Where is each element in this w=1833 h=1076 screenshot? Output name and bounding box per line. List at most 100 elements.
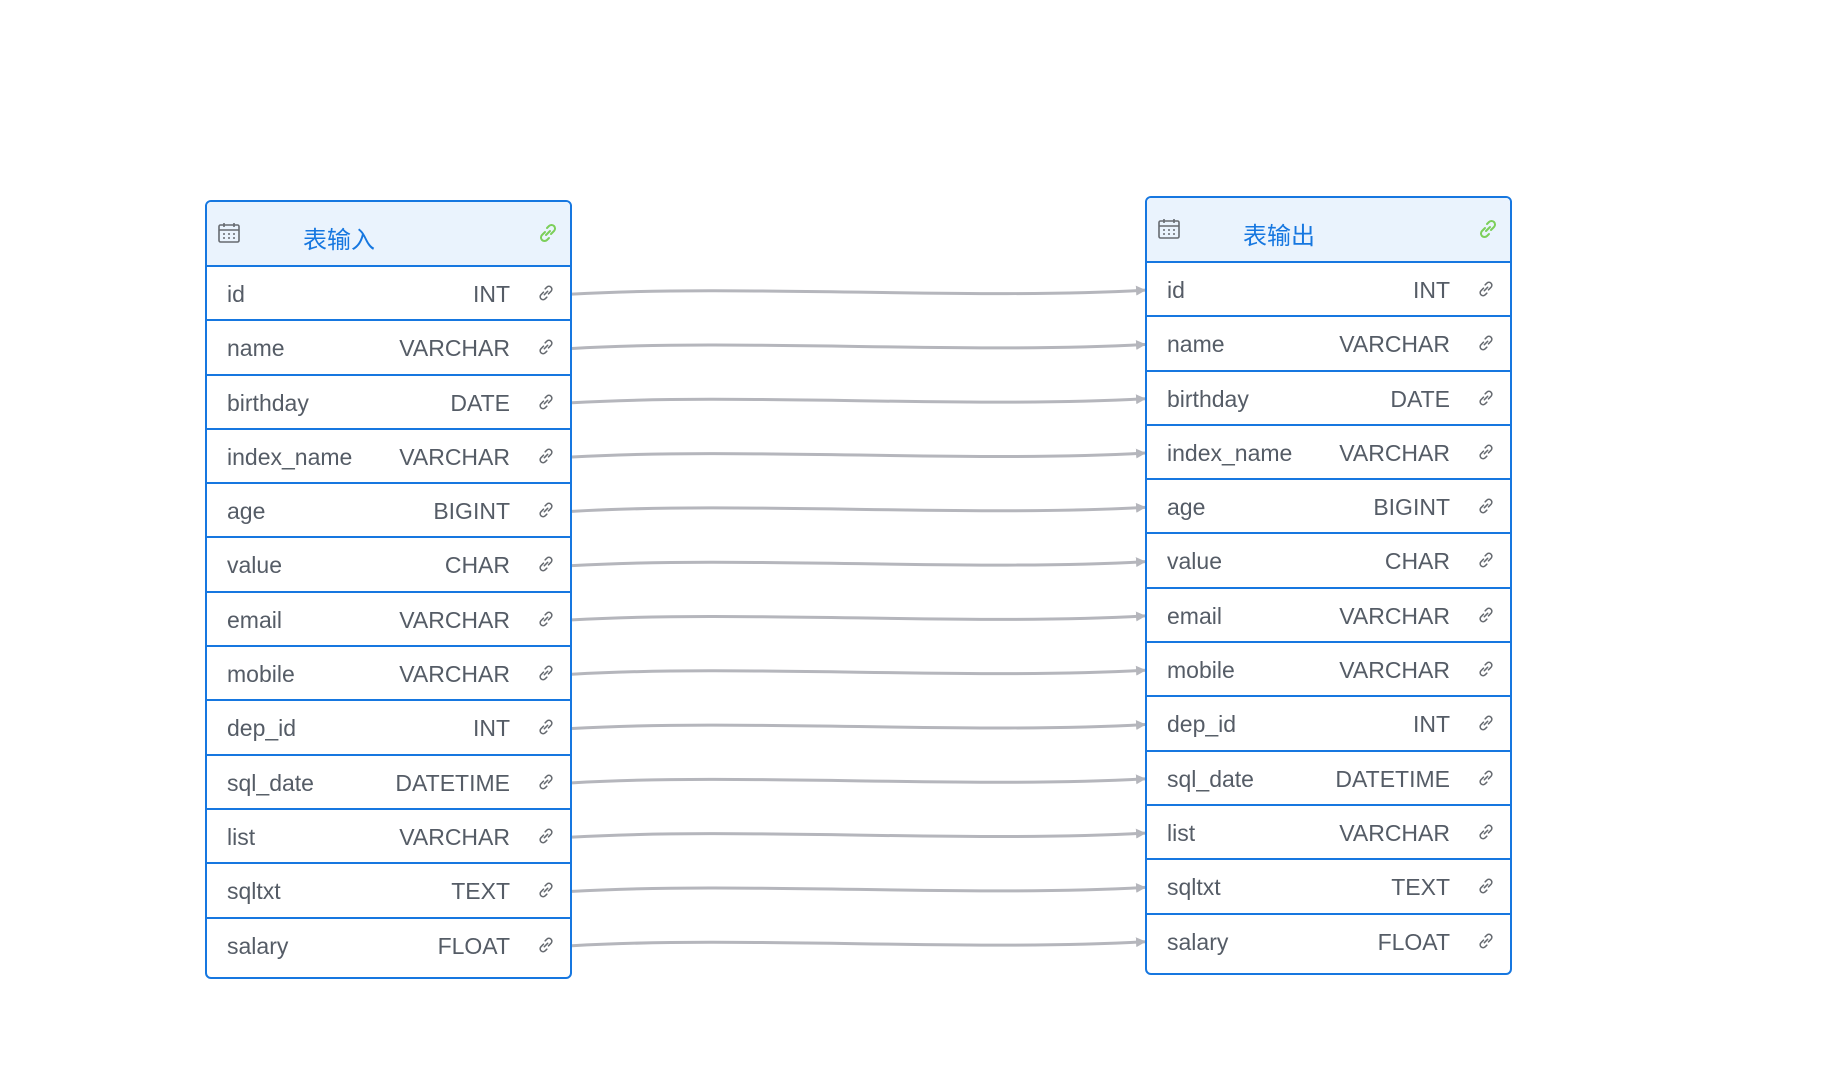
field-name: birthday	[1167, 385, 1249, 412]
edge-age[interactable]	[571, 502, 1146, 513]
link-icon[interactable]	[1476, 279, 1496, 299]
field-name: age	[227, 498, 266, 525]
link-icon[interactable]	[1476, 931, 1496, 951]
link-icon[interactable]	[1476, 713, 1496, 733]
link-icon[interactable]	[1476, 333, 1496, 353]
edge-id[interactable]	[571, 285, 1146, 296]
field-name: mobile	[1167, 657, 1235, 684]
field-name: age	[1167, 494, 1206, 521]
field-name: email	[1167, 602, 1222, 629]
field-type: VARCHAR	[399, 823, 510, 850]
edge-index-name[interactable]	[571, 448, 1146, 459]
field-type: VARCHAR	[399, 335, 510, 362]
edge-salary[interactable]	[571, 937, 1146, 948]
link-icon[interactable]	[536, 772, 556, 792]
field-row-index-name[interactable]: index_name VARCHAR	[207, 430, 570, 485]
edge-value[interactable]	[571, 557, 1146, 568]
field-name: index_name	[227, 443, 353, 470]
field-type: VARCHAR	[399, 606, 510, 633]
link-icon[interactable]	[536, 826, 556, 846]
field-type: VARCHAR	[1339, 657, 1450, 684]
link-icon[interactable]	[536, 392, 556, 412]
link-icon[interactable]	[536, 221, 560, 245]
link-icon[interactable]	[536, 446, 556, 466]
link-icon[interactable]	[1476, 442, 1496, 462]
field-type: VARCHAR	[1339, 819, 1450, 846]
link-icon[interactable]	[536, 283, 556, 303]
link-icon[interactable]	[536, 663, 556, 683]
field-type: VARCHAR	[399, 443, 510, 470]
field-name: sqltxt	[227, 878, 281, 905]
field-type: INT	[472, 281, 510, 307]
edge-sqltxt[interactable]	[571, 882, 1146, 893]
field-type: FLOAT	[437, 932, 510, 959]
calendar-icon	[218, 223, 240, 243]
link-icon[interactable]	[536, 500, 556, 520]
field-row-id[interactable]: id INT	[207, 267, 570, 322]
field-name: birthday	[227, 389, 309, 416]
field-type: TEXT	[1391, 874, 1450, 901]
edge-mobile[interactable]	[571, 665, 1146, 676]
link-icon[interactable]	[1476, 768, 1496, 788]
link-icon[interactable]	[1476, 217, 1500, 241]
link-icon[interactable]	[1476, 822, 1496, 842]
link-icon[interactable]	[1476, 388, 1496, 408]
link-icon[interactable]	[1476, 876, 1496, 896]
link-icon[interactable]	[536, 554, 556, 574]
field-row-name[interactable]: name VARCHAR	[207, 321, 570, 376]
field-name: email	[227, 606, 282, 633]
field-type: INT	[1412, 277, 1450, 303]
link-icon[interactable]	[536, 717, 556, 737]
field-name: id	[227, 281, 245, 307]
link-icon[interactable]	[536, 337, 556, 357]
field-type: FLOAT	[1377, 928, 1450, 955]
field-type: DATETIME	[395, 769, 510, 796]
field-name: sql_date	[1167, 765, 1254, 792]
link-icon[interactable]	[536, 609, 556, 629]
link-icon[interactable]	[1476, 605, 1496, 625]
edge-sql-date[interactable]	[571, 774, 1146, 785]
link-icon[interactable]	[1476, 659, 1496, 679]
edge-email[interactable]	[571, 611, 1146, 622]
link-icon[interactable]	[1476, 496, 1496, 516]
link-icon[interactable]	[536, 880, 556, 900]
field-type: VARCHAR	[1339, 331, 1450, 358]
link-icon[interactable]	[536, 935, 556, 955]
field-row-mobile[interactable]: mobile VARCHAR	[1147, 643, 1510, 698]
edge-name[interactable]	[571, 339, 1146, 350]
field-type: BIGINT	[433, 498, 510, 525]
field-name: mobile	[227, 661, 295, 688]
link-icon[interactable]	[1476, 550, 1496, 570]
edge-dep-id[interactable]	[571, 720, 1146, 731]
field-row-email[interactable]: email VARCHAR	[207, 593, 570, 648]
field-name: name	[227, 335, 285, 362]
calendar-icon	[1158, 219, 1180, 239]
edge-list[interactable]	[571, 828, 1146, 839]
field-row-age[interactable]: age BIGINT	[207, 484, 570, 539]
edge-birthday[interactable]	[571, 394, 1146, 405]
